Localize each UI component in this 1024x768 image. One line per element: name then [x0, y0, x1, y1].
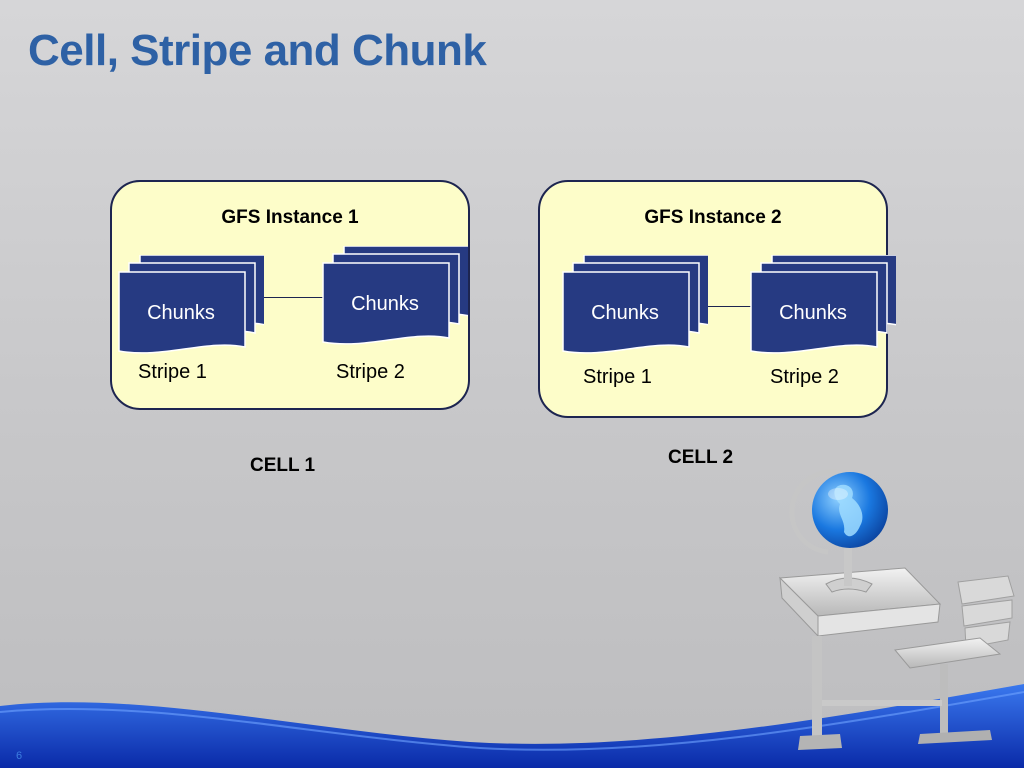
gfs-instance-1-title: GFS Instance 1 — [221, 207, 359, 228]
chunk-label: Chunks — [351, 293, 419, 315]
stripe-label-cell-1-stripe-2: Stripe 2 — [336, 361, 405, 383]
bottom-wave — [0, 684, 1024, 768]
chunk-label: Chunks — [779, 302, 847, 324]
globe-on-school-desk-icon — [778, 469, 1015, 750]
stripe-label-cell-2-stripe-2: Stripe 2 — [770, 366, 839, 388]
chunk-stack-cell-1-stripe-1: Chunks — [118, 255, 264, 363]
chunk-label: Chunks — [147, 302, 215, 324]
slide-title: Cell, Stripe and Chunk — [28, 26, 487, 75]
document-stack-icon — [118, 255, 264, 354]
document-stack-icon — [750, 255, 896, 354]
gfs-instance-2-title: GFS Instance 2 — [644, 207, 782, 228]
stripe-connector-cell-2 — [682, 306, 757, 307]
cell-1-label: CELL 1 — [250, 455, 316, 476]
chunk-stack-cell-2-stripe-2: Chunks — [750, 255, 896, 363]
document-stack-icon — [322, 246, 468, 345]
stripe-connector-cell-1 — [260, 297, 330, 298]
bottom-wave-highlight — [0, 691, 1024, 751]
chunk-stack-cell-1-stripe-2: Chunks — [322, 246, 468, 354]
chunk-stack-cell-2-stripe-1: Chunks — [562, 255, 708, 363]
chunk-label: Chunks — [591, 302, 659, 324]
page-number: 6 — [16, 750, 23, 762]
document-stack-icon — [562, 255, 708, 354]
stripe-label-cell-1-stripe-1: Stripe 1 — [138, 361, 207, 383]
cell-2-label: CELL 2 — [668, 447, 734, 468]
stripe-label-cell-2-stripe-1: Stripe 1 — [583, 366, 652, 388]
